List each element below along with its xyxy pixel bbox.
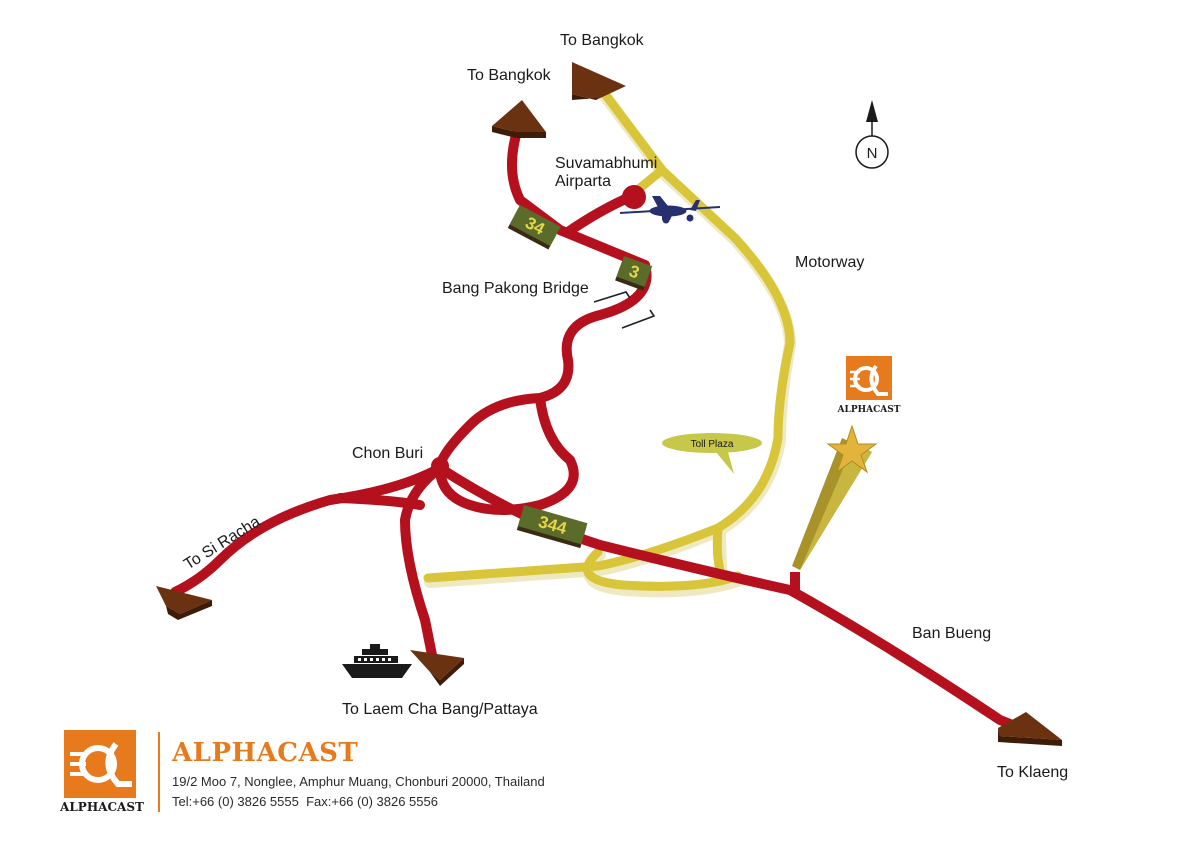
alphacast-footer-logo: ALPHACAST bbox=[60, 728, 144, 818]
ship-icon bbox=[342, 644, 412, 678]
divider bbox=[158, 732, 160, 812]
arrow-to-si-racha bbox=[156, 586, 212, 620]
highway-roads bbox=[170, 123, 1025, 733]
star-icon bbox=[826, 424, 878, 474]
toll-plaza-callout: Toll Plaza bbox=[662, 433, 762, 474]
company-name: ALPHACAST bbox=[172, 738, 359, 768]
location-star bbox=[790, 424, 878, 594]
route-shield-344: 344 bbox=[516, 505, 588, 549]
bridge-icon bbox=[593, 291, 656, 329]
svg-text:Toll Plaza: Toll Plaza bbox=[691, 439, 734, 450]
company-footer: ALPHACAST ALPHACAST 19/2 Moo 7, Nonglee,… bbox=[60, 728, 760, 818]
logo-caption: ALPHACAST bbox=[60, 800, 144, 814]
label-to-bangkok-left: To Bangkok bbox=[467, 67, 552, 84]
airplane-icon bbox=[619, 196, 721, 224]
svg-text:N: N bbox=[867, 145, 878, 162]
compass-icon: N bbox=[855, 100, 889, 169]
label-bridge: Bang Pakong Bridge bbox=[442, 280, 589, 297]
company-address: 19/2 Moo 7, Nonglee, Amphur Muang, Chonb… bbox=[172, 774, 545, 789]
company-phone: Tel:+66 (0) 3826 5555 Fax:+66 (0) 3826 5… bbox=[172, 794, 438, 809]
label-chon-buri: Chon Buri bbox=[352, 445, 423, 462]
alphacast-logo-icon bbox=[64, 730, 136, 798]
label-airport-line1: Suvamabhumi bbox=[555, 155, 657, 172]
label-ban-bueng: Ban Bueng bbox=[912, 625, 991, 642]
chon-buri-node bbox=[431, 457, 449, 475]
arrow-to-bangkok-left bbox=[492, 100, 546, 138]
motorway-roads bbox=[423, 85, 796, 598]
label-to-laem-cha-bang: To Laem Cha Bang/Pattaya bbox=[342, 701, 538, 718]
route-shield-3: 3 bbox=[615, 256, 653, 291]
label-airport-line2: Airparta bbox=[555, 173, 611, 190]
svg-text:ALPHACAST: ALPHACAST bbox=[837, 405, 901, 415]
direction-arrows bbox=[156, 62, 1062, 746]
label-motorway: Motorway bbox=[795, 254, 864, 271]
label-to-bangkok-top: To Bangkok bbox=[560, 32, 645, 49]
alphacast-map-logo: ALPHACAST bbox=[837, 356, 901, 415]
arrow-to-klaeng bbox=[998, 712, 1062, 746]
arrow-to-laem-cha-bang bbox=[410, 650, 464, 686]
motorway-main bbox=[423, 85, 795, 583]
arrow-to-bangkok-top bbox=[572, 62, 626, 100]
label-to-klaeng: To Klaeng bbox=[997, 764, 1068, 781]
airport-node bbox=[622, 185, 646, 209]
